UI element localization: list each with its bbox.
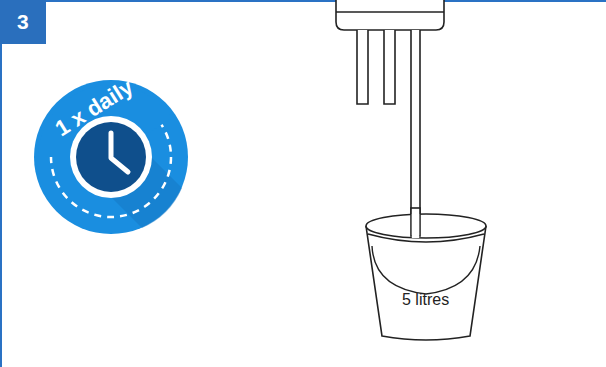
volume-label: 5 litres — [402, 291, 449, 309]
step-number: 3 — [17, 10, 29, 34]
frequency-badge: 1 x daily — [32, 78, 190, 236]
step-number-box: 3 — [0, 0, 46, 44]
bucket: 5 litres — [362, 208, 490, 340]
bucket-shape — [362, 208, 490, 340]
